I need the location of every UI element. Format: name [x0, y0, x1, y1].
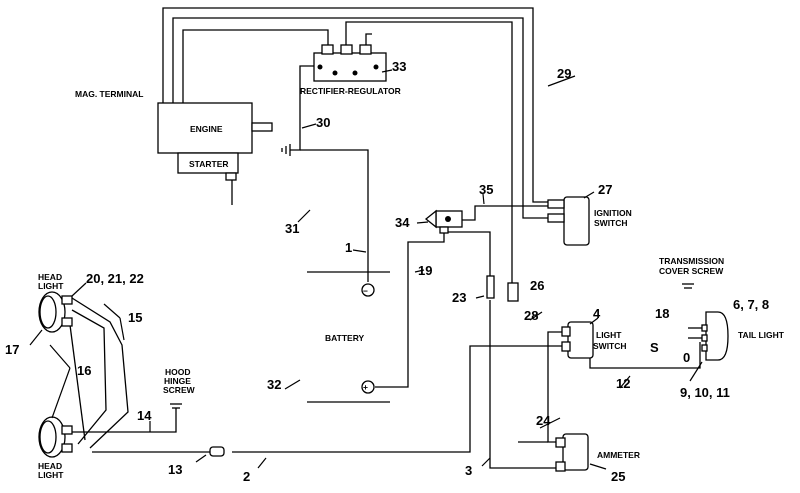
wire-15a [71, 297, 129, 449]
hood-label-2: HINGE [164, 376, 191, 386]
callout-26: 26 [530, 278, 544, 293]
transmission-label-2: COVER SCREW [659, 266, 724, 276]
callout-33: 33 [392, 59, 406, 74]
wire-35 [462, 205, 548, 221]
callout-numbers: 33 30 31 1 29 27 35 34 19 23 26 28 4 18 … [5, 59, 769, 484]
callout-30: 30 [316, 115, 330, 130]
callout-31: 31 [285, 221, 299, 236]
transmission-label-1: TRANSMISSION [659, 256, 724, 266]
callout-29: 29 [557, 66, 571, 81]
hood-label-1: HOOD [165, 367, 191, 377]
wire-23-3 [489, 300, 556, 469]
callout-24: 24 [536, 413, 551, 428]
head-light-top: HEAD LIGHT [38, 272, 73, 333]
hood-ground-symbol [170, 403, 182, 409]
wire-14 [70, 408, 177, 433]
engine-label: ENGINE [190, 124, 223, 134]
callout-27: 27 [598, 182, 612, 197]
mag-terminal-label: MAG. TERMINAL [75, 89, 143, 99]
callout-s-symbol: S [650, 340, 659, 355]
wire-15b [71, 309, 107, 445]
callout-1: 1 [345, 240, 352, 255]
fuse-23 [486, 275, 495, 299]
ignition-switch-label-2: SWITCH [594, 218, 628, 228]
tail-light: TAIL LIGHT [688, 311, 785, 361]
wire-30 [290, 65, 314, 151]
callout-14: 14 [137, 408, 152, 423]
connector-34 [424, 209, 463, 234]
callout-17: 17 [5, 342, 19, 357]
wire-31 [300, 149, 369, 282]
battery-label: BATTERY [325, 333, 365, 343]
hood-label-3: SCREW [163, 385, 196, 395]
callout-9-10-11: 9, 10, 11 [680, 385, 730, 400]
head-light-top-label-1: HEAD [38, 272, 62, 282]
callout-16: 16 [77, 363, 91, 378]
head-light-top-label-2: LIGHT [38, 281, 64, 291]
wire-19 [375, 232, 445, 388]
callout-25: 25 [611, 469, 625, 484]
wire-regulator-right [365, 33, 372, 45]
rectifier-regulator: RECTIFIER-REGULATOR [300, 44, 401, 96]
wires [69, 7, 701, 469]
callout-35: 35 [479, 182, 493, 197]
tail-light-label: TAIL LIGHT [738, 330, 785, 340]
head-light-bottom: HEAD LIGHT [38, 416, 73, 480]
callout-12: 12 [616, 376, 630, 391]
light-switch: LIGHT SWITCH [561, 321, 627, 359]
wire-top-inner [182, 29, 329, 104]
connector-26 [507, 282, 519, 302]
callout-4: 4 [593, 306, 601, 321]
transmission-ground-symbol [682, 283, 694, 289]
callout-13: 13 [168, 462, 182, 477]
head-light-bottom-label-2: LIGHT [38, 470, 64, 480]
rectifier-regulator-label: RECTIFIER-REGULATOR [300, 86, 401, 96]
callout-2: 2 [243, 469, 250, 484]
battery: − + BATTERY [325, 283, 375, 394]
wire-light-switch-ammeter [547, 331, 568, 443]
starter-label: STARTER [189, 159, 229, 169]
wire-light-switch-left [232, 345, 568, 453]
ignition-switch-label-1: IGNITION [594, 208, 632, 218]
wire-16 [69, 324, 86, 441]
callout-34: 34 [395, 215, 410, 230]
callout-6-7-8: 6, 7, 8 [733, 297, 769, 312]
ground-symbol-30 [281, 144, 291, 156]
wire-regulator-loop [345, 21, 513, 284]
callout-leaders [29, 69, 703, 470]
wire-top-middle [172, 17, 548, 219]
callout-3: 3 [465, 463, 472, 478]
wire-top-outer [162, 7, 548, 203]
head-light-bottom-label-1: HEAD [38, 461, 62, 471]
wire-34-23 [444, 231, 491, 280]
light-switch-label-2: SWITCH [593, 341, 627, 351]
battery-positive-terminal: + [363, 382, 368, 392]
callout-32: 32 [267, 377, 281, 392]
engine: ENGINE STARTER [157, 102, 273, 181]
battery-negative-terminal: − [363, 286, 368, 296]
light-switch-label-1: LIGHT [596, 330, 622, 340]
callout-19: 19 [418, 263, 432, 278]
callout-zero-symbol: 0 [683, 350, 690, 365]
ignition-switch: IGNITION SWITCH [547, 196, 632, 246]
callout-20-21-22: 20, 21, 22 [86, 271, 144, 286]
ammeter-label: AMMETER [597, 450, 640, 460]
connector-13 [209, 446, 225, 457]
callout-15: 15 [128, 310, 142, 325]
callout-28: 28 [524, 308, 538, 323]
ammeter: AMMETER [555, 433, 640, 472]
callout-23: 23 [452, 290, 466, 305]
callout-18: 18 [655, 306, 669, 321]
